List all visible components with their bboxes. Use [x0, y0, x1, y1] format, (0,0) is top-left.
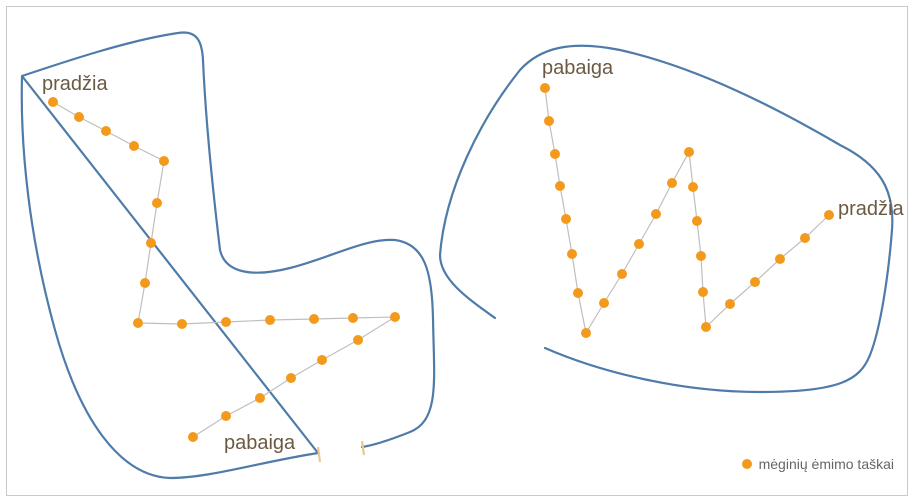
sample-point — [684, 147, 694, 157]
sample-point — [800, 233, 810, 243]
sample-point — [146, 238, 156, 248]
left-end-label: pabaiga — [224, 432, 296, 454]
sample-point — [140, 278, 150, 288]
sample-point — [286, 373, 296, 383]
legend-label: mėginių ėmimo taškai — [758, 456, 894, 472]
sample-point — [101, 126, 111, 136]
sample-point — [159, 156, 169, 166]
sample-point — [573, 288, 583, 298]
sample-point — [688, 182, 698, 192]
sample-point — [599, 298, 609, 308]
sample-point — [750, 277, 760, 287]
sample-point — [651, 209, 661, 219]
sample-point — [309, 314, 319, 324]
sample-point — [581, 328, 591, 338]
sample-point — [177, 319, 187, 329]
right-end-label: pabaiga — [542, 57, 614, 79]
sample-point — [555, 181, 565, 191]
gate-mark-left — [316, 446, 322, 463]
sample-point — [692, 216, 702, 226]
sample-points-right — [540, 83, 834, 338]
sample-point — [667, 178, 677, 188]
sample-point — [348, 313, 358, 323]
orange-dot-icon — [741, 459, 752, 469]
sample-point — [48, 97, 58, 107]
sample-point — [540, 83, 550, 93]
sample-point — [561, 214, 571, 224]
sample-point — [696, 251, 706, 261]
diagram-frame — [6, 6, 908, 496]
sample-point — [775, 254, 785, 264]
legend: mėginių ėmimo taškai — [741, 456, 894, 472]
sample-point — [74, 112, 84, 122]
sample-point — [544, 116, 554, 126]
sample-point — [221, 411, 231, 421]
sample-point — [390, 312, 400, 322]
sample-point — [221, 317, 231, 327]
sample-point — [152, 198, 162, 208]
sample-points-left — [48, 97, 400, 442]
field-outline-left — [20, 31, 436, 480]
sample-point — [129, 141, 139, 151]
sample-point — [255, 393, 265, 403]
sample-point — [317, 355, 327, 365]
left-start-label: pradžia — [42, 73, 108, 95]
route-line-left — [52, 101, 398, 438]
sample-point — [550, 149, 560, 159]
sample-point — [824, 210, 834, 220]
sample-point — [698, 287, 708, 297]
right-start-label: pradžia — [838, 198, 904, 220]
sample-point — [353, 335, 363, 345]
sample-point — [567, 249, 577, 259]
sample-point — [188, 432, 198, 442]
field-outline-right — [438, 44, 894, 394]
gate-mark-right — [360, 440, 366, 456]
sample-point — [725, 299, 735, 309]
sample-point — [634, 239, 644, 249]
route-line-right — [544, 87, 830, 335]
sample-point — [133, 318, 143, 328]
sample-point — [701, 322, 711, 332]
sample-point — [265, 315, 275, 325]
sample-point — [617, 269, 627, 279]
